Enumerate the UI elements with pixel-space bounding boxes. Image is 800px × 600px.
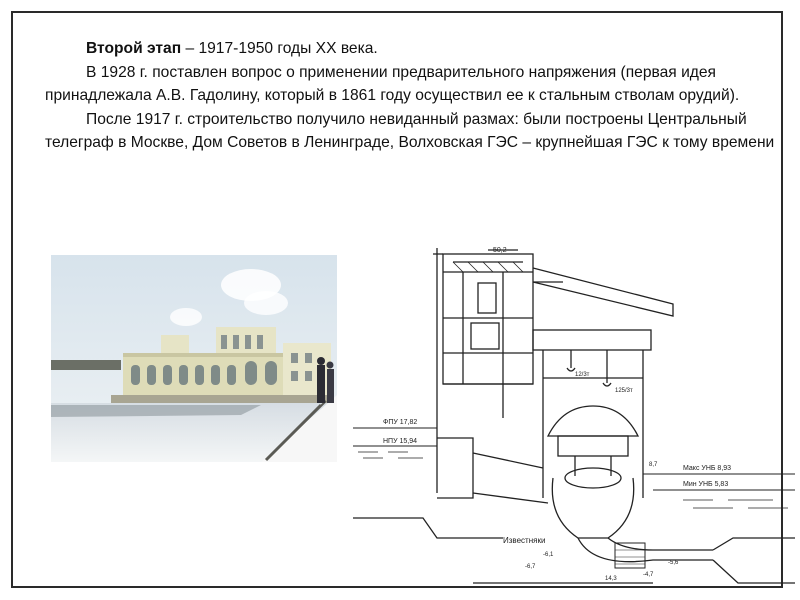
label-mark-b: -6,7 — [525, 564, 536, 570]
cross-section-svg: 50,2 — [353, 247, 795, 584]
label-limestone: Известняки — [503, 536, 545, 545]
slide-text: Второй этап – 1917-1950 годы XX века. В … — [45, 37, 785, 155]
label-npu: НПУ 15,94 — [383, 438, 417, 445]
label-mark-c: -5,6 — [668, 560, 679, 566]
paragraph-prestress: В 1928 г. поставлен вопрос о применении … — [45, 63, 740, 105]
label-mark-d: -4,7 — [643, 572, 654, 578]
label-mark-a: -6,1 — [543, 552, 554, 558]
label-fpu: ФПУ 17,82 — [383, 419, 417, 426]
label-mark-8-7: 8,7 — [649, 462, 658, 468]
label-min-tailwater: Мин УНБ 5,83 — [683, 481, 728, 488]
hpp-photo-illustration — [51, 255, 337, 462]
paragraph-stage: Второй этап – 1917-1950 годы XX века. — [45, 37, 785, 61]
label-crane-1: 12/3т — [575, 372, 590, 378]
label-crane-2: 125/3т — [615, 388, 633, 394]
slide-frame: Второй этап – 1917-1950 годы XX века. В … — [11, 11, 795, 588]
paragraph-construction: После 1917 г. строительство получило нев… — [45, 110, 775, 152]
hpp-cross-section-drawing: 50,2 — [353, 238, 795, 588]
stage-period: – 1917-1950 годы XX века. — [181, 40, 378, 57]
volkhov-hpp-photo — [51, 255, 337, 462]
label-mark-e: 14,3 — [605, 576, 617, 582]
label-max-tailwater: Макс УНБ 8,93 — [683, 465, 731, 472]
stage-heading: Второй этап — [86, 40, 182, 57]
